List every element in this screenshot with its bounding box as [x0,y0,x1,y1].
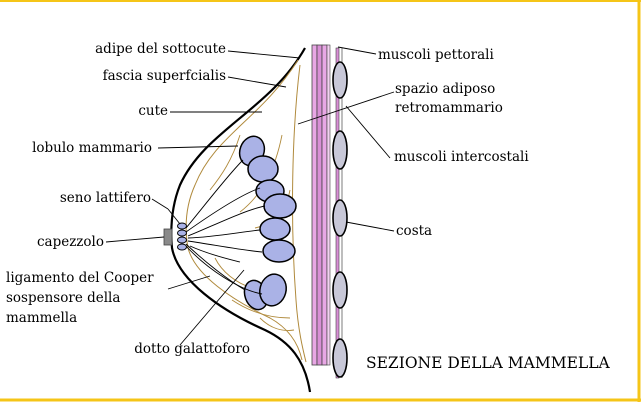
lactiferous-ducts [185,159,266,295]
rib-3 [332,199,348,237]
label-fascia-superficialis: fascia superfcialis [103,68,226,84]
rib-4 [332,271,348,309]
skin-outline [170,47,312,393]
leader-lines-left [105,50,301,346]
mammary-lobules [238,135,297,311]
nipple [163,228,173,246]
label-lobulo-mammario: lobulo mammario [32,140,152,156]
label-adipe-sottocute: adipe del sottocute [95,41,226,57]
label-muscoli-intercostali: muscoli intercostali [394,149,529,165]
label-dotto-galattoforo: dotto galattoforo [134,341,250,357]
label-capezzolo: capezzolo [37,234,104,250]
pectoral-muscle [311,44,331,366]
diagram-title: SEZIONE DELLA MAMMELLA [366,354,610,372]
rib-2 [332,130,348,170]
label-muscoli-pettorali: muscoli pettorali [378,47,494,63]
label-cute: cute [138,103,168,119]
lactiferous-sinus [177,222,187,251]
leader-lines-right [297,46,395,232]
ribs [332,61,348,378]
labels-left: adipe del sottocute fascia superfcialis … [6,41,250,357]
label-ligamento-cooper-1: ligamento del Cooper [6,270,154,286]
rib-1 [332,61,348,99]
label-spazio-adiposo-2: retromammario [395,100,503,116]
label-spazio-adiposo-1: spazio adiposo [395,81,495,97]
rib-5 [332,338,348,378]
labels-right: muscoli pettorali spazio adiposo retroma… [378,47,529,239]
label-ligamento-cooper-2: sospensore della [6,290,120,306]
label-seno-lattifero: seno lattifero [60,190,151,206]
label-costa: costa [396,223,432,239]
label-ligamento-cooper-3: mammella [6,310,77,326]
